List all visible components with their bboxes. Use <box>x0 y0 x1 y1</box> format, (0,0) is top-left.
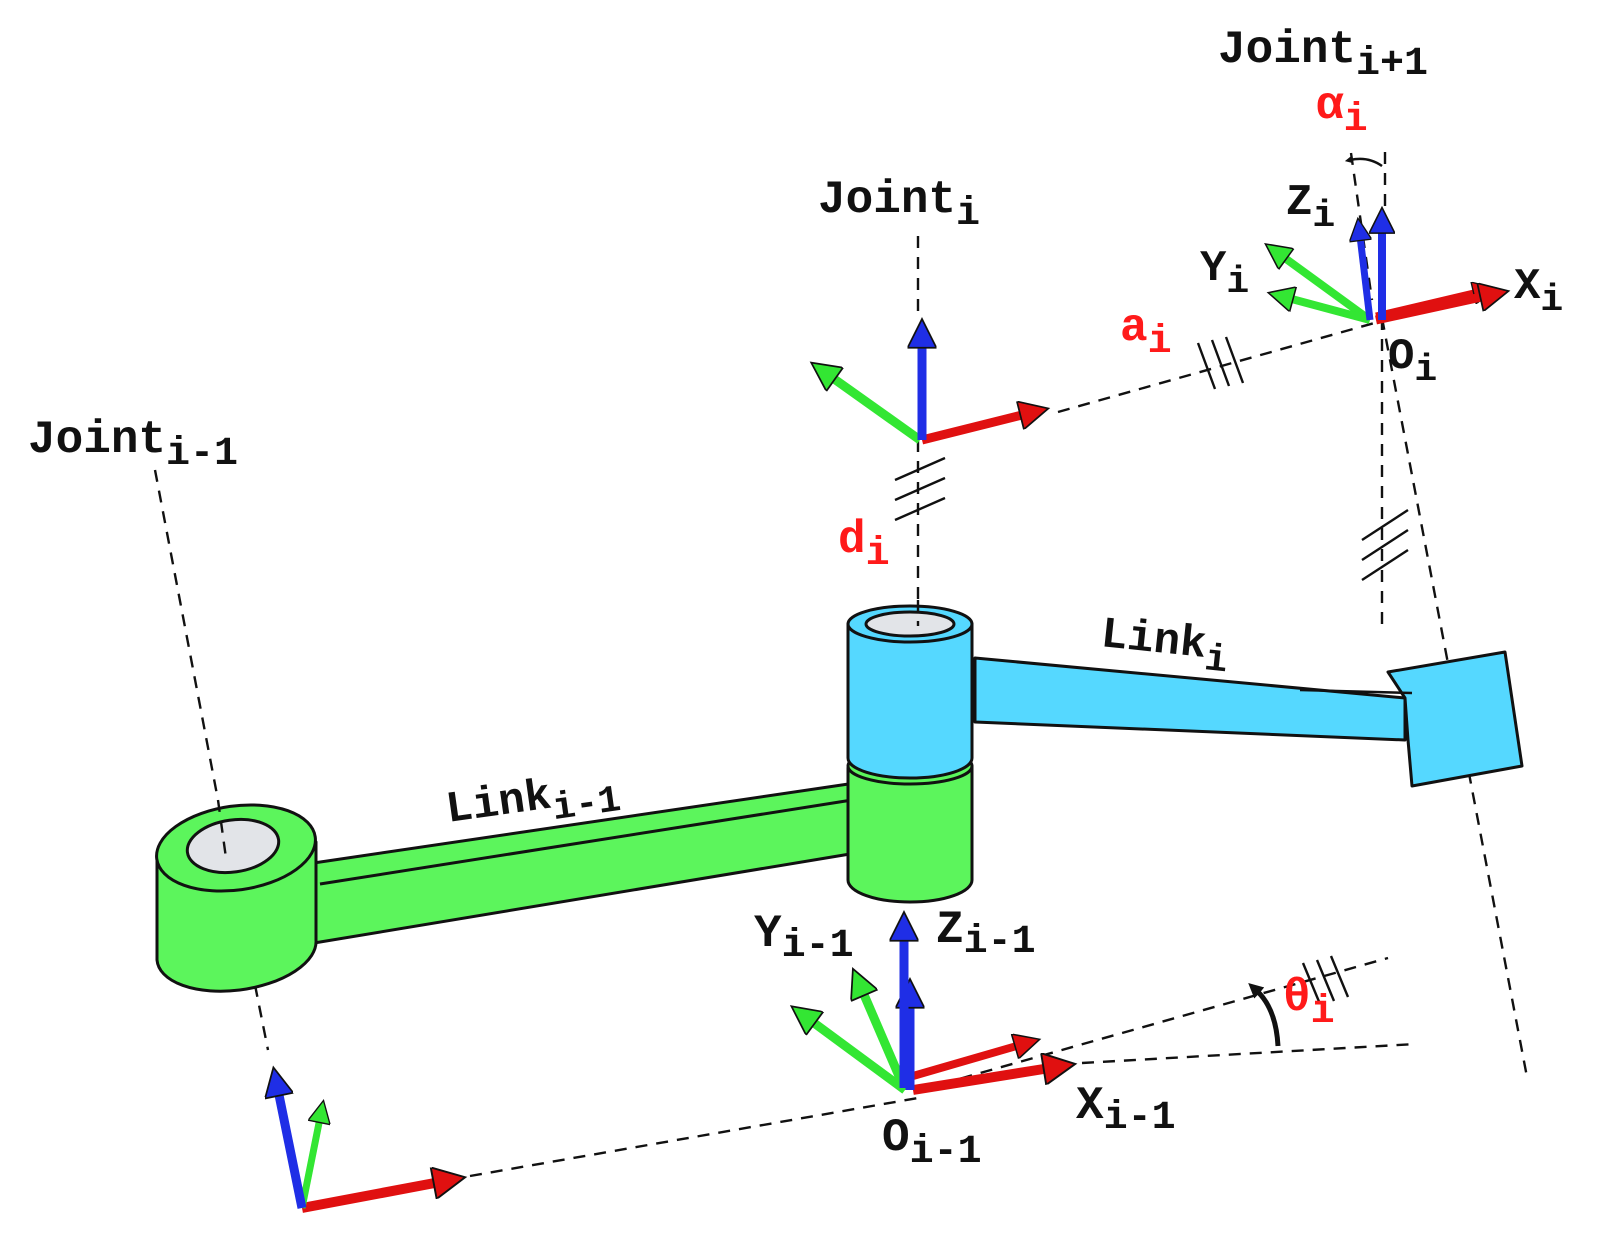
link-prev-joint-body <box>846 764 974 904</box>
tick-marks-theta <box>1301 955 1350 1005</box>
frame-curr-y-axis <box>1288 298 1372 324</box>
link-curr-end-block <box>1386 650 1524 788</box>
base-frame-z-axis <box>278 1090 307 1209</box>
joint-curr-label: Jointi <box>818 174 980 237</box>
frame-curr-x-label: Xi <box>1514 262 1563 322</box>
frame-curr-x-axis <box>1375 296 1486 325</box>
common-normal-line <box>1057 320 1379 414</box>
theta-rotation-arc <box>1248 982 1281 1047</box>
frame-curr-z-label: Zi <box>1286 178 1335 238</box>
joint-next-label: Jointi+1 <box>1218 24 1428 87</box>
frame-curr-origin-label: Oi <box>1388 332 1437 392</box>
d-parameter-label: di <box>838 514 890 577</box>
link-curr-label: Linki <box>1097 610 1231 683</box>
base-frame-x-axis <box>301 1182 440 1213</box>
frame-prev-x-axis-rotated <box>911 1045 1020 1080</box>
frame-prev-x-label: Xi-1 <box>1076 1080 1176 1141</box>
base-frame <box>278 1090 440 1213</box>
alpha-rotation-arc <box>1344 155 1383 168</box>
joint-prev-label: Jointi-1 <box>28 414 238 477</box>
intermediate-frame-y-axis <box>830 376 923 444</box>
link-prev-arm-edge <box>319 798 853 886</box>
frame-prev-origin-label: Oi-1 <box>882 1112 982 1175</box>
x-prev-extension-line <box>1081 1042 1417 1065</box>
frame-curr-y-axis-rotated <box>1282 256 1373 324</box>
frame-curr-y-label: Yi <box>1200 244 1249 304</box>
frame-prev-y-label: Yi-1 <box>754 908 854 969</box>
link-curr-arm-edge <box>1299 688 1413 695</box>
tick-marks-d <box>894 456 946 522</box>
alpha-parameter-label: αi <box>1316 80 1368 143</box>
labels: Jointi-1 Jointi Jointi+1 Linki-1 Linki Y… <box>28 24 1563 1175</box>
tick-marks-joint-next <box>1361 508 1409 582</box>
link-prev <box>155 746 974 993</box>
frame-prev-z-label: Zi-1 <box>936 904 1036 965</box>
intermediate-frame <box>830 342 1026 445</box>
base-to-origin-line <box>469 1096 919 1178</box>
frame-curr-z-axis-rotated <box>1360 236 1374 321</box>
equality-tick-marks <box>894 336 1409 1005</box>
link-curr-joint-body <box>846 622 974 780</box>
base-frame-y-axis <box>298 1118 320 1209</box>
joint-prev-axis-upper <box>153 469 220 801</box>
intermediate-frame-x-axis <box>920 414 1026 445</box>
frame-prev-arrows <box>810 935 1050 1095</box>
link-prev-hub-bore <box>185 817 281 875</box>
frame-prev-y-axis-rotated <box>810 1020 908 1094</box>
frame-curr-arrows <box>1282 228 1486 325</box>
link-curr-joint-bore <box>864 610 956 638</box>
joint-prev-axis-lower <box>253 984 270 1051</box>
link-curr-arm <box>973 656 1407 742</box>
link-curr <box>846 600 1524 788</box>
tick-marks-a <box>1196 336 1245 390</box>
frame-prev-y-axis <box>862 990 910 1092</box>
a-parameter-label: ai <box>1120 302 1172 365</box>
joint-prev-axis-in-bore <box>216 799 228 859</box>
theta-parameter-label: θi <box>1283 972 1335 1035</box>
frame-prev-x-axis <box>912 1068 1050 1095</box>
